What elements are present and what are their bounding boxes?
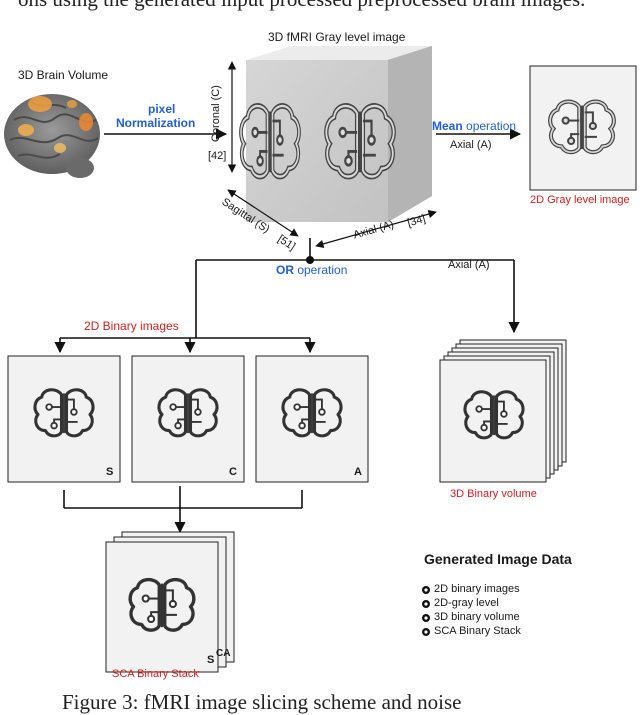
top-caption: ons using the generated input processed …	[18, 0, 585, 12]
cube-title: 3D fMRI Gray level image	[268, 30, 406, 44]
mean-word: Mean	[432, 119, 463, 133]
brain-volume-title: 3D Brain Volume	[18, 68, 109, 82]
legend-item-sca-stack: SCA Binary Stack	[434, 625, 521, 637]
gray-level-image-label: 2D Gray level image	[530, 194, 630, 206]
panel-tag-c: C	[229, 466, 237, 478]
panel-tag-s: S	[106, 466, 114, 478]
sca-binary-stack	[105, 531, 235, 673]
binary-volume-label: 3D Binary volume	[450, 488, 537, 500]
binary-panel-c	[131, 355, 245, 483]
binary-volume-stack	[439, 339, 567, 483]
coronal-dim: [42]	[208, 150, 227, 162]
coronal-label: Coronal (C)	[210, 85, 222, 142]
mean-operation-word: operation	[462, 119, 517, 133]
legend-item-binary-volume: 3D binary volume	[434, 611, 520, 623]
sca-stack-label: SCA Binary Stack	[112, 668, 199, 680]
legend-item-gray-level: 2D-gray level	[434, 597, 499, 609]
axial-dim-arrow	[315, 210, 437, 248]
brain-volume-image	[4, 94, 100, 178]
gray-level-image	[529, 65, 637, 191]
or-word: OR	[276, 263, 294, 277]
binary-panel-s	[7, 355, 121, 483]
panel-tag-a: A	[354, 466, 362, 478]
legend-bullets	[422, 586, 430, 636]
normalization-label-line1: pixel	[148, 102, 176, 116]
binary-panel-a	[255, 355, 369, 483]
stack-tag-s: S	[207, 654, 215, 666]
mean-axial-label: Axial (A)	[450, 139, 492, 151]
gray-level-cube	[241, 46, 432, 222]
legend-item-binary-images: 2D binary images	[434, 583, 520, 595]
legend-title: Generated Image Data	[424, 551, 572, 567]
normalization-label-line2: Normalization	[116, 116, 196, 130]
axial-right-label: Axial (A)	[448, 259, 490, 271]
sagittal-dim-arrow	[227, 189, 299, 237]
stack-tag-ca: CA	[216, 648, 231, 659]
mean-operation-label: Mean operation	[432, 119, 516, 133]
or-operation-word: operation	[294, 263, 348, 277]
binary-images-label: 2D Binary images	[84, 319, 179, 333]
figure-caption: Figure 3: fMRI image slicing scheme and …	[62, 690, 462, 714]
or-operation-label: OR operation	[276, 263, 347, 277]
